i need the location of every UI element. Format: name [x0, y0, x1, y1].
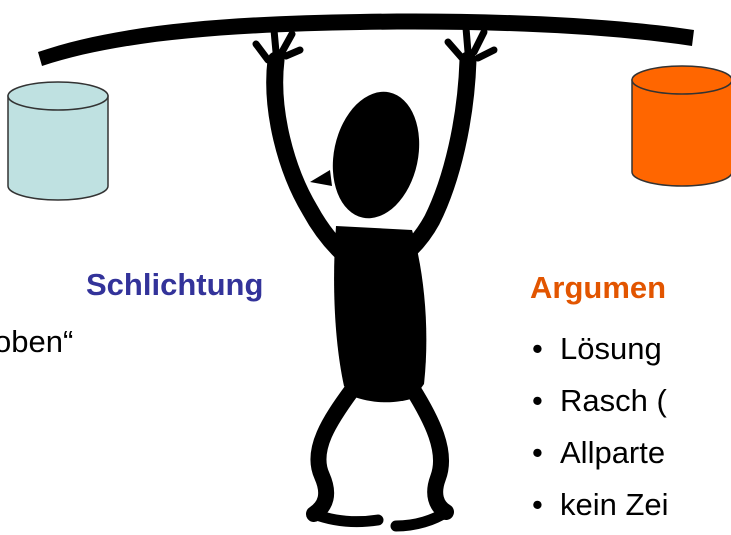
bullet-item: • kein Zei — [532, 479, 669, 531]
right-cylinder-icon — [631, 65, 731, 187]
bullet-text: Rasch ( — [560, 383, 667, 418]
bullet-dot-icon: • — [532, 435, 543, 470]
left-cylinder-icon — [7, 81, 109, 201]
bullet-dot-icon: • — [532, 487, 543, 522]
bullet-dot-icon: • — [532, 331, 543, 366]
right-bullet-list: • Lösung • Rasch ( • Allparte • kein Zei — [532, 323, 669, 531]
beam — [38, 13, 694, 66]
stick-figure — [252, 24, 498, 532]
bullet-text: Allparte — [560, 435, 666, 470]
bullet-text: kein Zei — [560, 487, 669, 522]
left-heading: Schlichtung — [86, 267, 264, 302]
left-text-line: oben“ — [0, 324, 74, 359]
bullet-item: • Lösung — [532, 323, 669, 375]
bullet-item: • Rasch ( — [532, 375, 669, 427]
right-heading: Argumen — [530, 270, 667, 305]
bullet-text: Lösung — [560, 331, 662, 366]
bullet-item: • Allparte — [532, 427, 669, 479]
bullet-dot-icon: • — [532, 383, 543, 418]
